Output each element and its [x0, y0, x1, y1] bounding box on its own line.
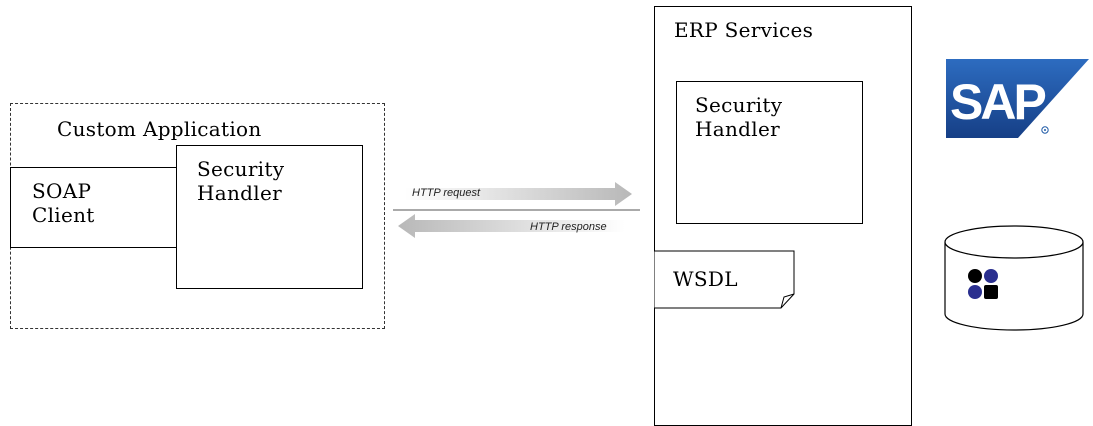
wsdl-document	[654, 250, 795, 309]
soap-client-line1: SOAP	[32, 179, 92, 203]
http-request-arrow	[405, 182, 632, 206]
http-request-label: HTTP request	[412, 187, 481, 199]
security-handler-right-label: Security Handler	[695, 93, 782, 141]
wsdl-label: WSDL	[673, 267, 738, 291]
database-cylinder-icon	[944, 225, 1084, 331]
soap-client-line2: Client	[32, 203, 95, 227]
security-handler-right-line1: Security	[695, 93, 783, 117]
security-handler-right-line2: Handler	[695, 117, 780, 141]
custom-application-title: Custom Application	[57, 117, 262, 141]
http-arrows	[393, 182, 640, 238]
security-handler-left-line1: Security	[197, 157, 285, 181]
security-handler-right-box	[676, 81, 863, 224]
security-handler-left-box	[176, 145, 363, 289]
http-response-arrow	[398, 214, 625, 238]
soap-client-label: SOAP Client	[32, 179, 95, 227]
sap-logo-icon: SAP	[946, 59, 1089, 138]
erp-services-title: ERP Services	[674, 18, 814, 42]
security-handler-left-label: Security Handler	[197, 157, 284, 205]
database-logo-icon	[968, 269, 998, 299]
security-handler-left-line2: Handler	[197, 181, 282, 205]
sap-logo-text: SAP	[950, 74, 1045, 130]
http-response-label: HTTP response	[530, 221, 607, 233]
soap-client-box	[10, 167, 180, 248]
